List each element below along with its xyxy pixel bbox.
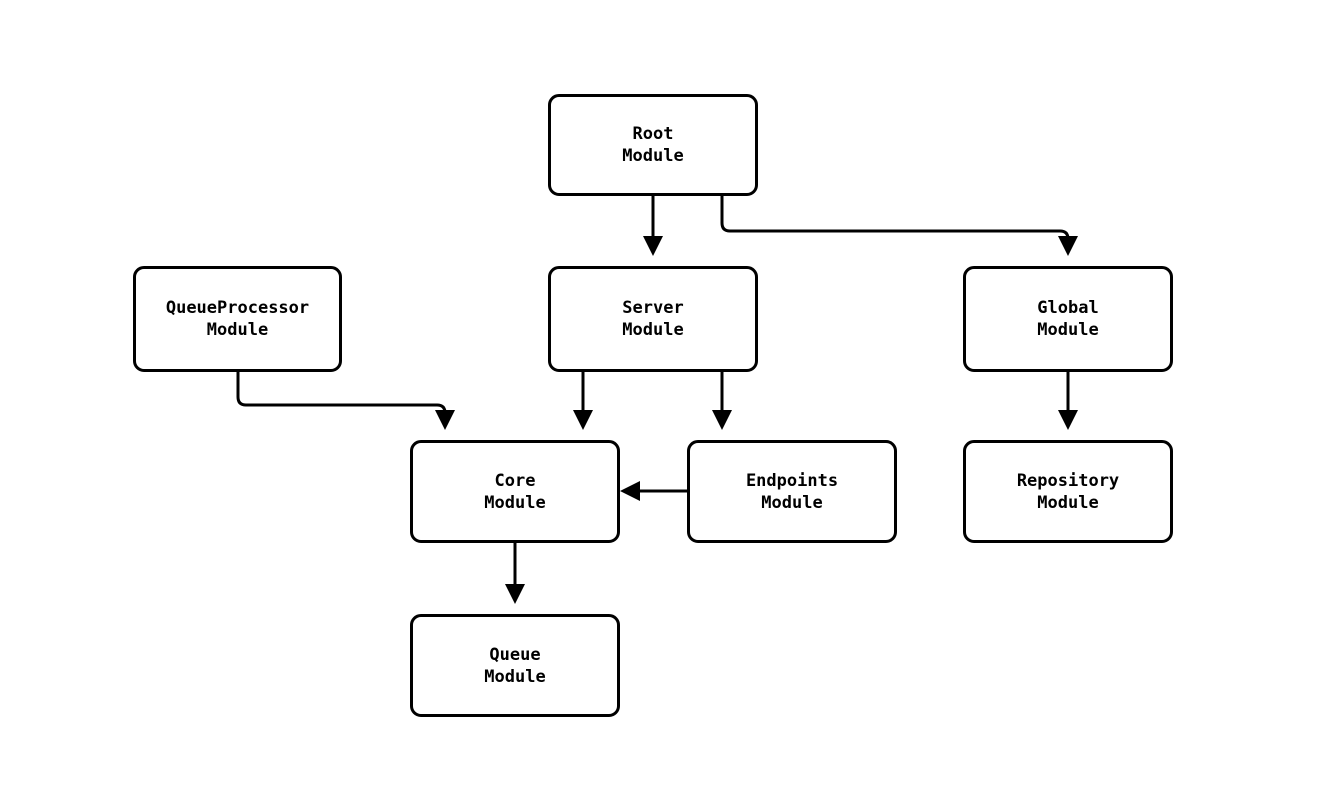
node-label-line2: Module	[206, 320, 269, 340]
node-label-line1: Repository	[1016, 470, 1120, 491]
node-queueprocessor-module[interactable]: QueueProcessor Module	[133, 266, 342, 372]
node-label-line2: Module	[484, 666, 546, 687]
node-label-line1: Core	[494, 470, 536, 491]
edge-queueprocessor-to-core	[236, 372, 455, 430]
node-label-line2: Module	[1037, 320, 1099, 340]
node-label-line1: Endpoints	[745, 470, 839, 491]
node-label-line1: QueueProcessor	[165, 298, 310, 318]
node-label-line2: Module	[484, 492, 546, 513]
edge-server-to-core	[573, 372, 593, 430]
node-label-line2: Module	[1037, 492, 1099, 513]
node-repository-module[interactable]: Repository Module	[963, 440, 1173, 543]
node-label-line1: Server	[622, 298, 684, 318]
edge-endpoints-to-core	[620, 481, 687, 501]
node-queue-module[interactable]: Queue Module	[410, 614, 620, 717]
node-label-line2: Module	[761, 492, 823, 513]
node-root-module[interactable]: Root Module	[548, 94, 758, 196]
edge-global-to-repository	[1058, 372, 1078, 430]
node-server-module[interactable]: Server Module	[548, 266, 758, 372]
node-global-module[interactable]: Global Module	[963, 266, 1173, 372]
node-label-line1: Queue	[489, 644, 541, 665]
node-label-line1: Global	[1037, 298, 1099, 318]
node-label-line2: Module	[622, 320, 684, 340]
node-label-line1: Root	[632, 124, 674, 144]
node-endpoints-module[interactable]: Endpoints Module	[687, 440, 897, 543]
node-core-module[interactable]: Core Module	[410, 440, 620, 543]
edge-root-to-server	[643, 196, 663, 256]
edge-server-to-endpoints	[712, 372, 732, 430]
edge-root-to-global	[720, 196, 1078, 256]
node-label-line2: Module	[622, 146, 684, 166]
edge-core-to-queue	[505, 543, 525, 604]
